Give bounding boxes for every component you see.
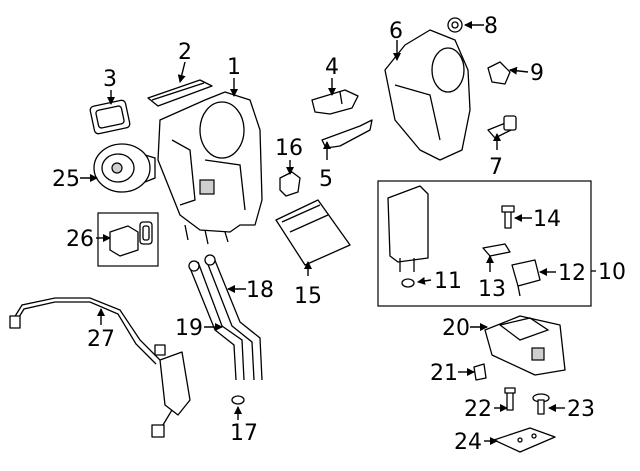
callout-23: 23	[567, 397, 595, 422]
part-8-grommet	[447, 17, 463, 33]
callout-13: 13	[478, 277, 506, 302]
callout-15: 15	[294, 284, 322, 309]
part-24-plate	[493, 427, 556, 453]
part-17-o-ring	[231, 395, 245, 405]
callout-21: 21	[430, 361, 458, 386]
callout-20: 20	[442, 316, 470, 341]
callout-12: 12	[558, 261, 586, 286]
part-21-clip	[473, 363, 487, 381]
part-25-blower-motor	[93, 143, 156, 193]
callout-24: 24	[454, 430, 482, 455]
callout-labels: 1 2 3 4 5 6 7 8 9 10 11 12 13 14 15 16 1…	[52, 14, 626, 455]
callout-25: 25	[52, 167, 80, 192]
callout-7: 7	[489, 155, 503, 180]
leader-arrows	[80, 21, 565, 445]
callout-2: 2	[178, 40, 192, 65]
callout-6: 6	[389, 19, 403, 44]
callout-3: 3	[103, 67, 117, 92]
callout-27: 27	[87, 327, 115, 352]
callout-26: 26	[66, 227, 94, 252]
callout-9: 9	[530, 61, 544, 86]
part-26-resistor	[97, 212, 159, 267]
part-10-group	[377, 180, 592, 307]
part-27-harness	[9, 297, 191, 438]
part-23-screw	[532, 393, 550, 415]
callout-19: 19	[175, 316, 203, 341]
callout-17: 17	[230, 421, 258, 446]
callout-18: 18	[246, 278, 274, 303]
part-9-clip	[487, 61, 511, 85]
part-7-bolt	[487, 115, 517, 139]
callout-22: 22	[464, 397, 492, 422]
part-16-actuator	[279, 171, 301, 197]
callout-10: 10	[598, 260, 626, 285]
part-15-heater-core	[275, 199, 351, 266]
callout-1: 1	[227, 55, 241, 80]
part-4-bracket	[311, 89, 359, 115]
callout-11: 11	[434, 269, 462, 294]
part-2-filter	[147, 79, 213, 107]
callout-16: 16	[275, 136, 303, 161]
part-20-case	[484, 315, 566, 376]
callout-4: 4	[325, 55, 339, 80]
part-1-housing	[157, 91, 263, 245]
callout-14: 14	[533, 207, 561, 232]
part-5-bracket	[321, 119, 373, 149]
callout-5: 5	[319, 167, 333, 192]
part-3-filter-element	[89, 99, 131, 135]
part-18-19-pipes	[188, 254, 263, 381]
callout-8: 8	[484, 14, 498, 39]
part-22-pin	[504, 387, 516, 411]
part-6-housing	[384, 29, 471, 161]
